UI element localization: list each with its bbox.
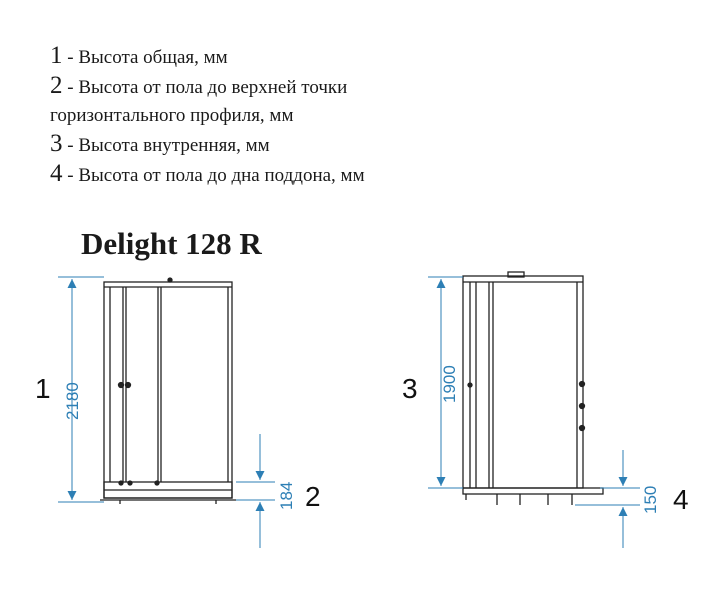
- shower-fitting: [578, 424, 586, 432]
- shower-fitting: [578, 380, 586, 388]
- legend-line-2-continued: горизонтального профиля, мм: [50, 102, 365, 130]
- legend: 1 - Высота общая, мм 2 - Высота от пола …: [50, 42, 365, 190]
- side-extension-lines: [428, 276, 640, 506]
- legend-number: 3: [50, 130, 63, 157]
- dim-tray-bottom-height: 150 4: [618, 450, 689, 548]
- legend-text: - Высота от пола до дна поддона, мм: [62, 165, 365, 186]
- tray-side: [462, 487, 604, 495]
- inner-height-value: 1900: [440, 365, 459, 403]
- cabin-side-frame: [462, 275, 584, 489]
- legend-text: горизонтального профиля, мм: [50, 105, 294, 126]
- roller: [154, 480, 160, 486]
- dim-inner-height: 1900 3: [402, 279, 459, 486]
- legend-text: - Высота общая, мм: [62, 47, 228, 68]
- marker-3: 3: [402, 373, 418, 404]
- total-height-value: 2180: [63, 382, 82, 420]
- roof-unit: [507, 271, 525, 278]
- roller: [127, 480, 133, 486]
- legend-line-1: 1 - Высота общая, мм: [50, 42, 365, 72]
- marker-2: 2: [305, 481, 321, 512]
- side-view: [462, 271, 604, 505]
- front-extension-lines: [58, 276, 275, 503]
- dim-top-profile-height: 184 2: [255, 434, 321, 548]
- door-handle: [467, 382, 473, 388]
- model-title: Delight 128 R: [81, 226, 262, 261]
- top-profile-height-value: 184: [277, 482, 296, 510]
- door-handle: [117, 381, 125, 389]
- shower-fitting: [578, 402, 586, 410]
- legend-line-2: 2 - Высота от пола до верхней точки: [50, 72, 365, 102]
- marker-4: 4: [673, 484, 689, 515]
- legend-number: 4: [50, 160, 63, 187]
- legend-text: - Высота от пола до верхней точки: [62, 77, 348, 98]
- legend-text: - Высота внутренняя, мм: [62, 135, 270, 156]
- front-view: [100, 277, 236, 504]
- top-mount: [167, 277, 173, 283]
- roller: [118, 480, 124, 486]
- tray-bottom-height-value: 150: [641, 486, 660, 514]
- door-handle: [124, 381, 132, 389]
- dim-total-height: 2180 1: [35, 279, 82, 500]
- legend-line-3: 3 - Высота внутренняя, мм: [50, 130, 365, 160]
- marker-1: 1: [35, 373, 51, 404]
- legend-line-4: 4 - Высота от пола до дна поддона, мм: [50, 160, 365, 190]
- legend-number: 1: [50, 42, 63, 69]
- legend-number: 2: [50, 72, 63, 99]
